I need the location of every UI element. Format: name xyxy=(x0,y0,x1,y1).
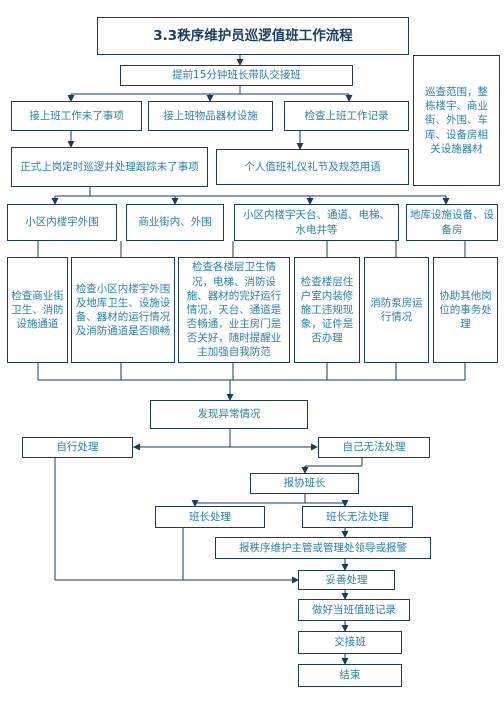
cannot-handle-box: 自己无法处理 xyxy=(318,437,430,458)
row1-box-1: 接上班工作未了事项 xyxy=(11,101,142,131)
area-box-1: 小区内楼宇外围 xyxy=(7,204,117,241)
self-handle-box: 自行处理 xyxy=(22,437,133,458)
page-title: 3.3秩序维护员巡逻值班工作流程 xyxy=(97,17,409,55)
proper-handle-box: 妥善处理 xyxy=(298,570,395,590)
check-box-1: 检查商业街卫生、消防设施通道 xyxy=(7,257,68,363)
found-abnormal-box: 发现异常情况 xyxy=(150,400,308,429)
row2-box-1: 正式上岗定时巡逻并处理跟踪未了事项 xyxy=(11,147,208,187)
handover-box: 交接班 xyxy=(298,631,402,654)
row1-box-3: 检查上班工作记录 xyxy=(284,101,409,131)
check-box-2: 检查小区内楼宇外围及地库卫生、设施设备、器材的运行情况及消防通道是否顺畅 xyxy=(71,257,175,363)
row1-box-2: 接上班物品器材设施 xyxy=(148,101,273,131)
check-box-5: 消防泵房运行情况 xyxy=(364,257,429,363)
handover-start-box: 提前15分钟班长带队交接班 xyxy=(120,65,353,86)
area-box-4: 地库设施设备、设备房 xyxy=(406,204,498,241)
area-box-3: 小区内楼宇天台、通道、电梯、水电井等 xyxy=(234,204,399,241)
check-box-3: 检查各楼层卫生情况，电梯、消防设施、器材的完好运行情况，天台、通道是否畅通，业主… xyxy=(178,257,290,363)
check-box-4: 检查楼层住户室内装修施工违规现象，证件是否办理 xyxy=(294,257,360,363)
area-box-2: 商业街内、外围 xyxy=(126,204,224,241)
end-box: 结束 xyxy=(298,664,402,687)
report-leader-box: 报协班长 xyxy=(250,473,359,494)
check-box-6: 协助其他岗位的事务处理 xyxy=(433,257,498,363)
leader-cannot-box: 班长无法处理 xyxy=(302,506,413,528)
duty-record-box: 做好当班值班记录 xyxy=(298,599,410,621)
row2-box-2: 个人值班礼仪礼节及规范用语 xyxy=(216,149,409,185)
report-manager-box: 报秩序维护主管或管理处领导或报警 xyxy=(215,537,431,559)
patrol-scope-box: 巡查范围，整栋楼宇、商业街、外围、车库、设备房相关设施器材 xyxy=(413,55,500,186)
leader-handle-box: 班长处理 xyxy=(155,506,265,528)
